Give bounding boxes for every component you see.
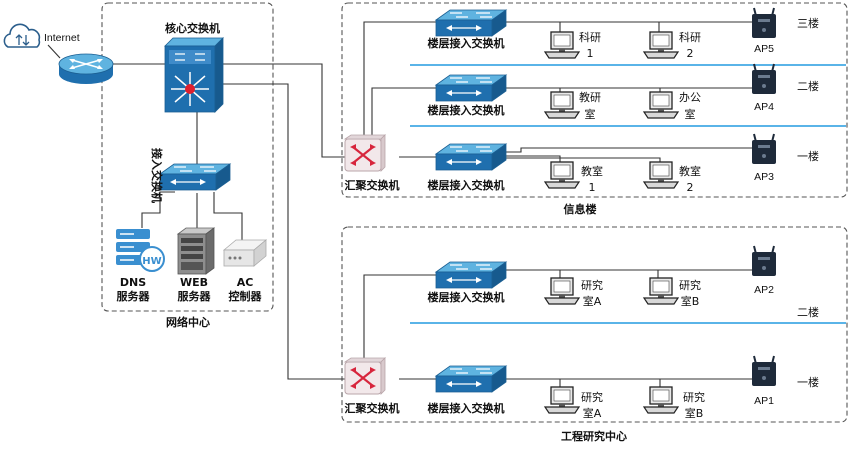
engineering-center-title: 工程研究中心 (561, 429, 627, 443)
pc-label: 研究 (581, 278, 603, 292)
access-point-icon (751, 245, 777, 277)
pc-icon (544, 91, 580, 119)
hw-badge: HW (142, 256, 161, 267)
access-point-icon (751, 133, 777, 165)
pc-label: 室B (685, 406, 704, 420)
pc-icon (544, 161, 580, 189)
pc-label: 研究 (679, 278, 701, 292)
web-server-icon (176, 227, 216, 275)
pc-label: 教室 (679, 164, 701, 178)
cloud-icon (3, 23, 41, 48)
web-label: WEB (180, 276, 208, 289)
access-switch-label: 接入交换机 (150, 148, 164, 203)
floor-access-switch-label: 楼层接入交换机 (428, 401, 505, 415)
web-sub-label: 服务器 (178, 289, 212, 303)
pc-label: 室 (685, 107, 696, 121)
floor-label: 三楼 (797, 16, 819, 30)
pc-icon (643, 386, 679, 414)
pc-icon (643, 31, 679, 59)
info-building-title: 信息楼 (564, 202, 597, 216)
dns-label: DNS (120, 276, 146, 289)
core-switch-icon (164, 37, 224, 113)
access-point-icon (751, 7, 777, 39)
network-center-title: 网络中心 (166, 315, 210, 329)
floor-access-switch-label: 楼层接入交换机 (428, 290, 505, 304)
pc-label: 室A (583, 406, 602, 420)
floor-access-switch-icon (435, 143, 507, 171)
floor-access-switch-icon (435, 261, 507, 289)
floor-label: 二楼 (797, 79, 819, 93)
eng-aggregation-switch-icon (343, 356, 387, 396)
ap-label: AP5 (754, 43, 774, 55)
ap-label: AP4 (754, 101, 774, 113)
info-aggregation-switch-icon (343, 133, 387, 173)
pc-icon (544, 31, 580, 59)
pc-label: 科研 (679, 30, 701, 44)
floor-label: 一楼 (797, 375, 819, 389)
pc-label: 1 (589, 181, 596, 194)
pc-label: 2 (687, 47, 694, 60)
ac-controller-icon (222, 239, 268, 267)
floor-access-switch-icon (435, 365, 507, 393)
floor-access-switch-label: 楼层接入交换机 (428, 103, 505, 117)
ac-label: AC (237, 276, 254, 289)
pc-icon (544, 386, 580, 414)
info-building-frame (341, 2, 848, 198)
floor-label: 二楼 (797, 305, 819, 319)
dns-sub-label: 服务器 (117, 289, 151, 303)
floor-access-switch-icon (435, 74, 507, 102)
info-aggregation-switch-label: 汇聚交换机 (345, 178, 400, 192)
dns-server-icon (116, 229, 165, 272)
pc-label: 教研 (579, 91, 601, 104)
pc-icon (643, 277, 679, 305)
pc-label: 教室 (581, 164, 603, 178)
access-switch-icon (159, 163, 231, 191)
router-icon (58, 53, 114, 84)
pc-label: 研究 (683, 390, 705, 404)
pc-label: 室 (585, 107, 596, 121)
floor-access-switch-label: 楼层接入交换机 (428, 36, 505, 50)
pc-icon (643, 91, 679, 119)
pc-label: 1 (587, 47, 594, 60)
ap-label: AP3 (754, 171, 774, 183)
floor-label: 一楼 (797, 149, 819, 163)
core-switch-label: 核心交换机 (165, 21, 220, 35)
ap-label: AP1 (754, 395, 774, 407)
engineering-center-frame (341, 226, 848, 423)
pc-icon (643, 161, 679, 189)
ac-sub-label: 控制器 (229, 289, 263, 303)
internet-label: Internet (44, 32, 80, 44)
pc-icon (544, 277, 580, 305)
pc-label: 研究 (581, 390, 603, 404)
ap-label: AP2 (754, 284, 774, 296)
eng-aggregation-switch-label: 汇聚交换机 (345, 401, 400, 415)
pc-label: 科研 (579, 30, 601, 44)
pc-label: 2 (687, 181, 694, 194)
floor-access-switch-icon (435, 9, 507, 37)
pc-label: 室B (681, 294, 700, 308)
network-center-frame (101, 2, 274, 312)
pc-label: 办公 (679, 91, 701, 104)
access-point-icon (751, 63, 777, 95)
access-point-icon (751, 355, 777, 387)
wires (47, 21, 760, 390)
floor-access-switch-label: 楼层接入交换机 (428, 178, 505, 192)
pc-label: 室A (583, 294, 602, 308)
